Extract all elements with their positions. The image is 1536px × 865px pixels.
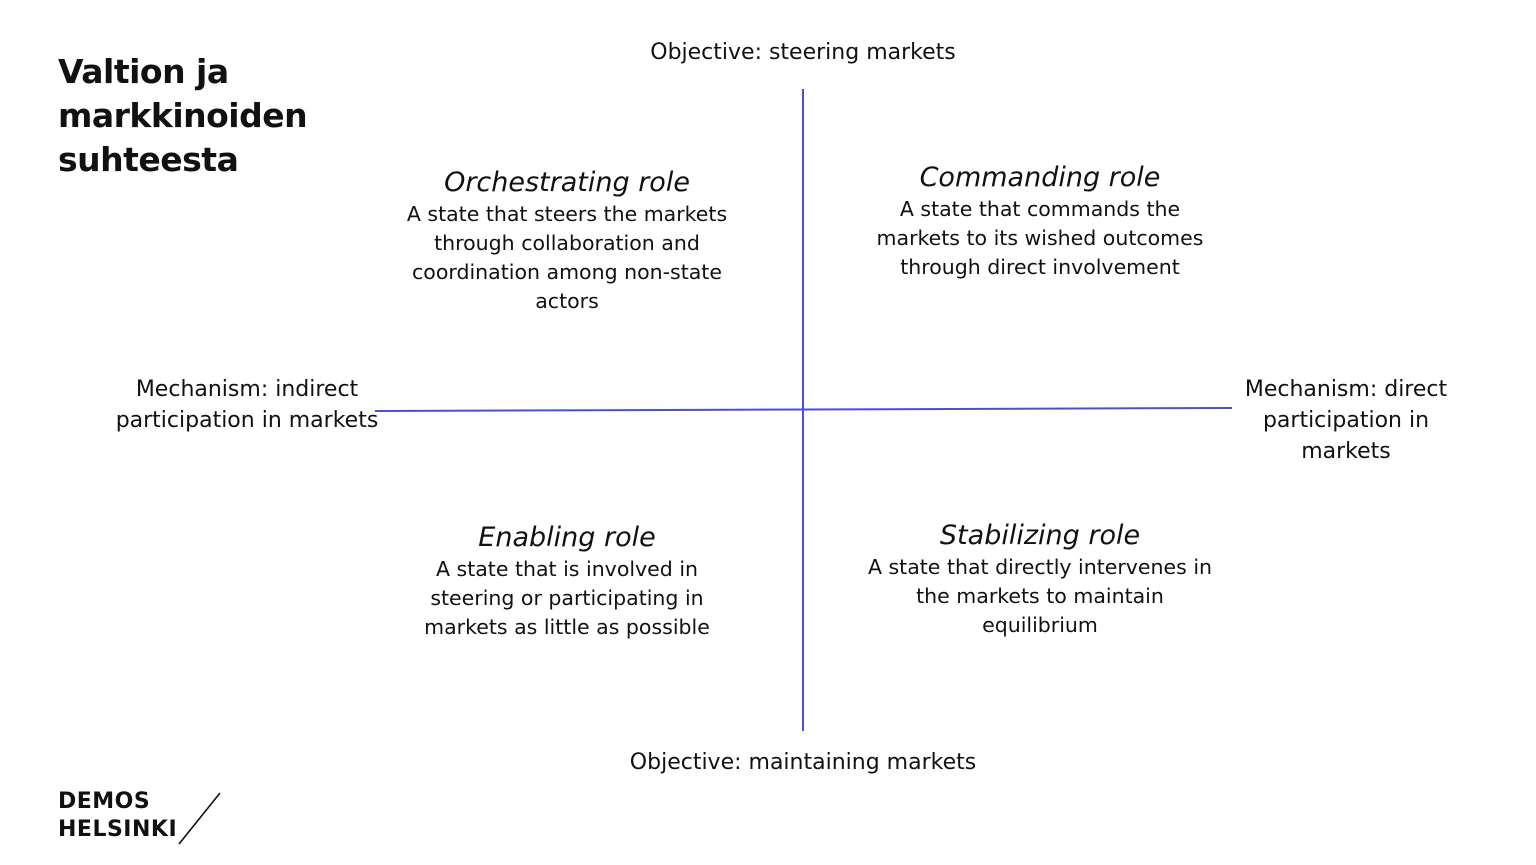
quadrant-stabilizing: Stabilizing role A state that directly i… (862, 519, 1218, 640)
quadrant-description: A state that is involved in steering or … (424, 557, 710, 639)
axis-label-bottom: Objective: maintaining markets (629, 750, 977, 775)
quadrant-commanding: Commanding role A state that commands th… (856, 161, 1224, 282)
axis-label-left: Mechanism: indirect participation in mar… (115, 377, 379, 433)
axis-label-right: Mechanism: direct participation in marke… (1244, 377, 1448, 464)
axis-label-top: Objective: steering markets (650, 40, 956, 65)
quadrant-description: A state that steers the markets through … (406, 202, 728, 313)
demos-helsinki-logo: DEMOS HELSINKI (58, 788, 228, 848)
logo-slash-icon (178, 792, 221, 845)
page-title: Valtion ja markkinoiden suhteesta (58, 52, 308, 179)
quadrant-enabling: Enabling role A state that is involved i… (400, 521, 734, 642)
quadrant-title: Stabilizing role (939, 520, 1141, 551)
quadrant-title: Commanding role (919, 162, 1161, 193)
quadrant-description: A state that commands the markets to its… (876, 197, 1204, 279)
horizontal-axis (374, 407, 1233, 412)
quadrant-description: A state that directly intervenes in the … (867, 555, 1213, 637)
logo-text: DEMOS HELSINKI (58, 789, 178, 842)
quadrant-title: Enabling role (478, 522, 656, 553)
quadrant-orchestrating: Orchestrating role A state that steers t… (386, 166, 748, 316)
quadrant-title: Orchestrating role (444, 167, 690, 198)
